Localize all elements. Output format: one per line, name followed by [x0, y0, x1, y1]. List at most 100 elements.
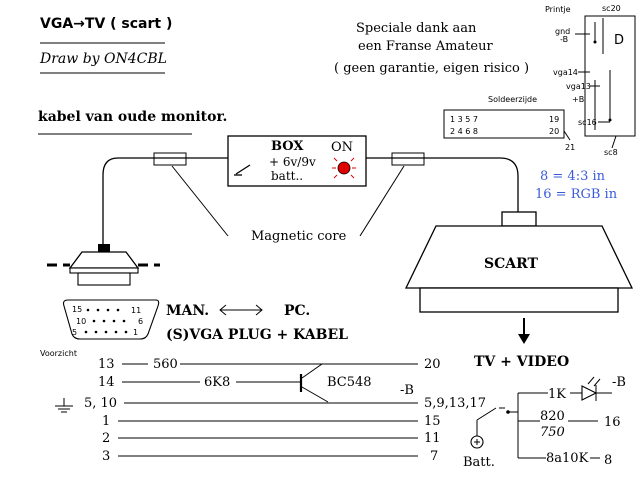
- core-pointer-left: [171, 165, 229, 237]
- pcb-title: Printje: [545, 5, 571, 14]
- solder-row-2: 2 4 6 8: [450, 127, 478, 136]
- scart-pin-16: 16: [604, 415, 621, 430]
- vga-pin-5: 5: [72, 328, 77, 337]
- cable-note: kabel van oude monitor.: [38, 109, 227, 125]
- wire-scart-11: 11: [424, 431, 441, 446]
- pcb-letter-d: D: [614, 33, 624, 48]
- scart-cable-entry: [501, 211, 537, 227]
- wire-res-560: 560: [153, 357, 178, 372]
- label-pc: PC.: [284, 303, 310, 319]
- down-arrow-icon: [518, 318, 530, 344]
- pcb-gnd: gnd: [555, 27, 570, 36]
- scart-note-43: 8 = 4:3 in: [540, 169, 606, 184]
- pcb-plus-b: +B: [572, 95, 584, 104]
- wire-vga-1: 1: [102, 414, 110, 429]
- author-credit: Draw by ON4CBL: [39, 51, 167, 67]
- vga-plug-flange: [69, 267, 139, 274]
- diagram-title: VGA→TV ( scart ): [40, 16, 172, 32]
- led-minus-b: -B: [612, 375, 626, 390]
- vga-front-view-label: Voorzicht: [40, 349, 77, 358]
- ground-icon: [55, 398, 73, 413]
- wire-scart-5-9-13-17: 5,9,13,17: [424, 396, 486, 411]
- scart-plug: SCART: [404, 211, 634, 313]
- solder-side-title: Soldeerzijde: [488, 95, 537, 104]
- box-title: BOX: [271, 139, 304, 154]
- switch-lever-icon: [476, 407, 497, 421]
- box-on-label: ON: [331, 140, 353, 155]
- solder-side-box: [443, 109, 565, 139]
- scart-solder-side: Soldeerzijde 1 3 5 7 2 4 6 8 19 20 21: [443, 95, 575, 152]
- vga-plug-pins: [77, 272, 131, 286]
- scart-note-rgb: 16 = RGB in: [535, 187, 618, 202]
- thanks-line-2: een Franse Amateur: [358, 39, 494, 54]
- wire-vga-3: 3: [102, 449, 110, 464]
- pcb-sc20: sc20: [602, 4, 621, 13]
- vga-pin-15: 15: [72, 305, 82, 314]
- vga-plug-hood: [68, 251, 140, 269]
- ferrite-core-left: [153, 152, 187, 166]
- vga-pin-10: 10: [76, 317, 86, 326]
- transistor-minus-b: -B: [400, 383, 414, 398]
- pcb-lead: [611, 135, 617, 149]
- transistor-emitter: [301, 386, 329, 403]
- vga-plug-side: [47, 244, 160, 286]
- cable-assembly: BOX + 6v/9v batt.. ON Magnetic core: [102, 135, 519, 245]
- magnetic-core-label: Magnetic core: [251, 229, 347, 244]
- wire-scart-20: 20: [424, 357, 441, 372]
- solder-row-1: 1 3 5 7: [450, 115, 478, 124]
- thanks-line-1: Speciale dank aan: [356, 21, 477, 36]
- bidirectional-arrow-icon: [219, 304, 263, 316]
- vga-pin-dots: [84, 308, 128, 334]
- res-1k: 1K: [548, 387, 566, 402]
- vga-pin-6: 6: [138, 317, 143, 326]
- switch-circuit: Batt. 1K -B 820 750 16 8a10K 8: [463, 375, 626, 470]
- power-switch-icon: [235, 164, 251, 175]
- pcb-vga14: vga14: [553, 68, 578, 77]
- pcb-sc8: sc8: [604, 148, 618, 157]
- led-icon: [581, 376, 601, 401]
- wire-vga-13: 13: [98, 357, 115, 372]
- core-pointer-right: [359, 165, 405, 237]
- wire-vga-5-10: 5, 10: [84, 396, 117, 411]
- pcb-vga13: vga13: [566, 82, 591, 91]
- pcb-board: [584, 15, 636, 137]
- solder-lead: [563, 130, 571, 141]
- transistor-label: BC548: [327, 375, 372, 390]
- pcb-pad: [608, 118, 612, 122]
- vga-plug-cable-label: (S)VGA PLUG + KABEL: [166, 327, 348, 343]
- scart-pin-8: 8: [604, 453, 612, 468]
- pcb-pad: [593, 40, 597, 44]
- scart-label: SCART: [484, 256, 539, 272]
- tv-video-label: TV + VIDEO: [474, 354, 569, 370]
- pcb-minus-b: -B: [560, 35, 568, 44]
- res-8a10k: 8a10K: [546, 451, 589, 466]
- vga-cable-strain: [98, 244, 110, 252]
- res-750: 750: [540, 425, 565, 440]
- pcb-layout: Printje sc20 D gnd -B vga14 vga13 +B sc1…: [545, 4, 636, 157]
- wire-vga-2: 2: [102, 431, 110, 446]
- pcb-sc16: sc16: [578, 118, 597, 127]
- solder-pin-19: 19: [549, 115, 559, 124]
- on-led-icon: [332, 157, 356, 179]
- label-man: MAN.: [166, 303, 209, 319]
- scart-front: [419, 287, 619, 313]
- solder-pin-21: 21: [565, 143, 575, 152]
- cable-right: [366, 157, 519, 212]
- scart-body: [404, 225, 634, 289]
- cable-left: [102, 157, 228, 245]
- battery-box: [227, 135, 367, 187]
- box-supply: + 6v/9v: [269, 155, 316, 169]
- wire-vga-14: 14: [98, 375, 115, 390]
- wire-scart-15: 15: [424, 414, 441, 429]
- wire-res-6k8: 6K8: [204, 375, 230, 390]
- solder-pin-20: 20: [549, 127, 559, 136]
- wire-scart-7: 7: [430, 449, 438, 464]
- wiring-table: 13 560 20 14 6K8 BC548 -B 5, 10 5,9,13,1…: [55, 357, 486, 464]
- ferrite-core-right: [391, 152, 425, 166]
- transistor-collector: [301, 363, 323, 379]
- vga-pin-1: 1: [133, 328, 138, 337]
- thanks-line-3: ( geen garantie, eigen risico ): [334, 61, 529, 76]
- box-batt: batt..: [271, 169, 303, 183]
- vga-pinout: 15 11 10 6 5 1 Voorzicht: [40, 299, 160, 358]
